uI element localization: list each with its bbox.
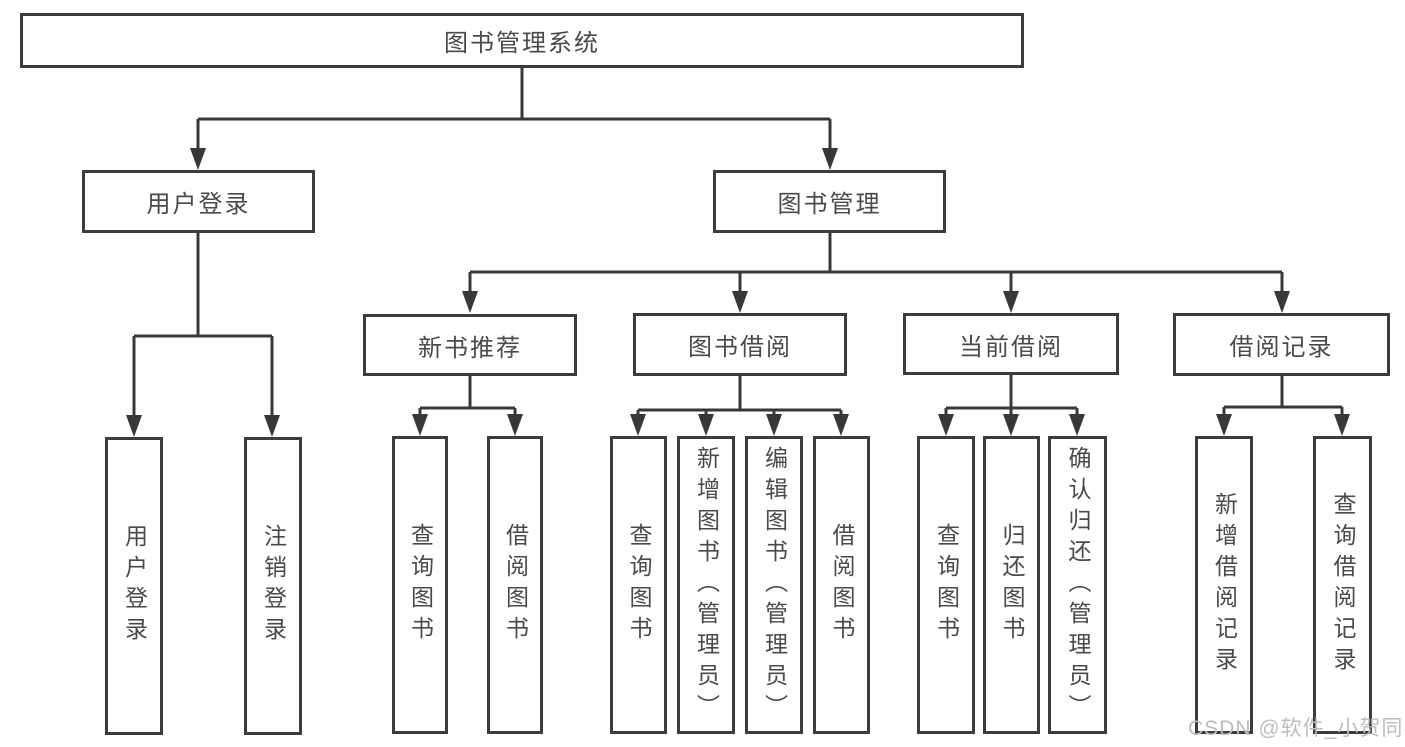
arrowhead-icon [507,414,523,436]
leaf-add-borrow-record-label: 新增借阅记录 [1211,492,1238,678]
leaf-query-borrow-record-label: 查询借阅记录 [1330,492,1356,678]
connector-line [944,375,1079,416]
leaf-rec-borrow-books: 借阅图书 [487,436,543,734]
arrowhead-icon [698,414,714,436]
connector-line [1222,376,1344,416]
leaf-return-books-label: 归还图书 [999,523,1025,647]
leaf-edit-books-admin-label: 编辑图书（管理员） [761,445,788,725]
connector-borrow-records-children [1216,376,1350,436]
arrowhead-icon [766,414,782,436]
leaf-confirm-return-admin-label: 确认归还（管理员） [1065,445,1091,725]
node-book-borrow: 图书借阅 [633,313,847,376]
leaf-add-books-admin-label: 新增图书（管理员） [693,445,720,725]
leaf-borrow-query-books: 查询图书 [610,436,667,734]
leaf-edit-books-admin: 编辑图书（管理员） [745,436,803,734]
leaf-rec-borrow-books-label: 借阅图书 [502,523,529,647]
arrowhead-icon [190,148,206,170]
connector-book-mgmt-to-level3 [462,233,1290,313]
leaf-confirm-return-admin: 确认归还（管理员） [1048,436,1107,734]
leaf-add-books-admin: 新增图书（管理员） [677,436,735,734]
node-root-label: 图书管理系统 [444,30,600,57]
connector-new-book-rec-children [412,376,523,436]
csdn-watermark: CSDN @软件_小贺同学 [1188,717,1405,740]
arrowhead-icon [1069,414,1085,436]
arrowhead-icon [462,291,478,313]
node-new-book-rec: 新书推荐 [363,314,577,376]
node-borrow-records-label: 借阅记录 [1229,334,1334,361]
connector-user-login-children [126,233,280,437]
leaf-current-query-books: 查询图书 [917,436,975,734]
node-current-borrow-label: 当前借阅 [959,333,1063,361]
node-book-borrow-label: 图书借阅 [688,334,792,361]
arrowhead-icon [1003,414,1019,436]
leaf-rec-query-books-label: 查询图书 [407,523,434,647]
connector-line [636,376,843,416]
connector-line [418,376,517,416]
leaf-current-query-books-label: 查询图书 [933,523,960,647]
leaf-borrow-query-books-label: 查询图书 [626,523,652,647]
arrowhead-icon [1334,414,1350,436]
arrowhead-icon [1216,414,1232,436]
node-user-login-label: 用户登录 [146,191,251,218]
node-current-borrow: 当前借阅 [903,313,1119,375]
leaf-borrow-books: 借阅图书 [813,436,870,734]
connector-root-to-level2 [190,68,838,170]
node-user-login: 用户登录 [82,170,315,233]
leaf-user-login: 用户登录 [105,437,163,735]
leaf-query-borrow-record: 查询借阅记录 [1313,436,1372,734]
connector-line [196,68,832,150]
node-book-mgmt: 图书管理 [713,170,946,233]
arrowhead-icon [630,414,646,436]
leaf-borrow-books-label: 借阅图书 [829,523,855,647]
connector-line [468,233,1284,293]
arrowhead-icon [1274,291,1290,313]
node-borrow-records: 借阅记录 [1173,313,1390,376]
connector-book-borrow-children [630,376,849,436]
arrowhead-icon [833,414,849,436]
arrowhead-icon [412,414,428,436]
arrowhead-icon [126,415,142,437]
leaf-user-login-label: 用户登录 [121,524,148,648]
leaf-add-borrow-record: 新增借阅记录 [1195,436,1253,734]
node-root: 图书管理系统 [20,13,1024,68]
node-new-book-rec-label: 新书推荐 [418,334,522,362]
arrowhead-icon [264,415,280,437]
leaf-logout: 注销登录 [244,437,302,735]
arrowhead-icon [1003,291,1019,313]
node-book-mgmt-label: 图书管理 [777,191,882,218]
arrowhead-icon [822,148,838,170]
connector-line [132,233,274,417]
arrowhead-icon [938,414,954,436]
leaf-logout-label: 注销登录 [260,524,287,648]
leaf-return-books: 归还图书 [983,436,1040,734]
leaf-rec-query-books: 查询图书 [392,436,448,734]
arrowhead-icon [732,291,748,313]
connector-current-borrow-children [938,375,1085,436]
